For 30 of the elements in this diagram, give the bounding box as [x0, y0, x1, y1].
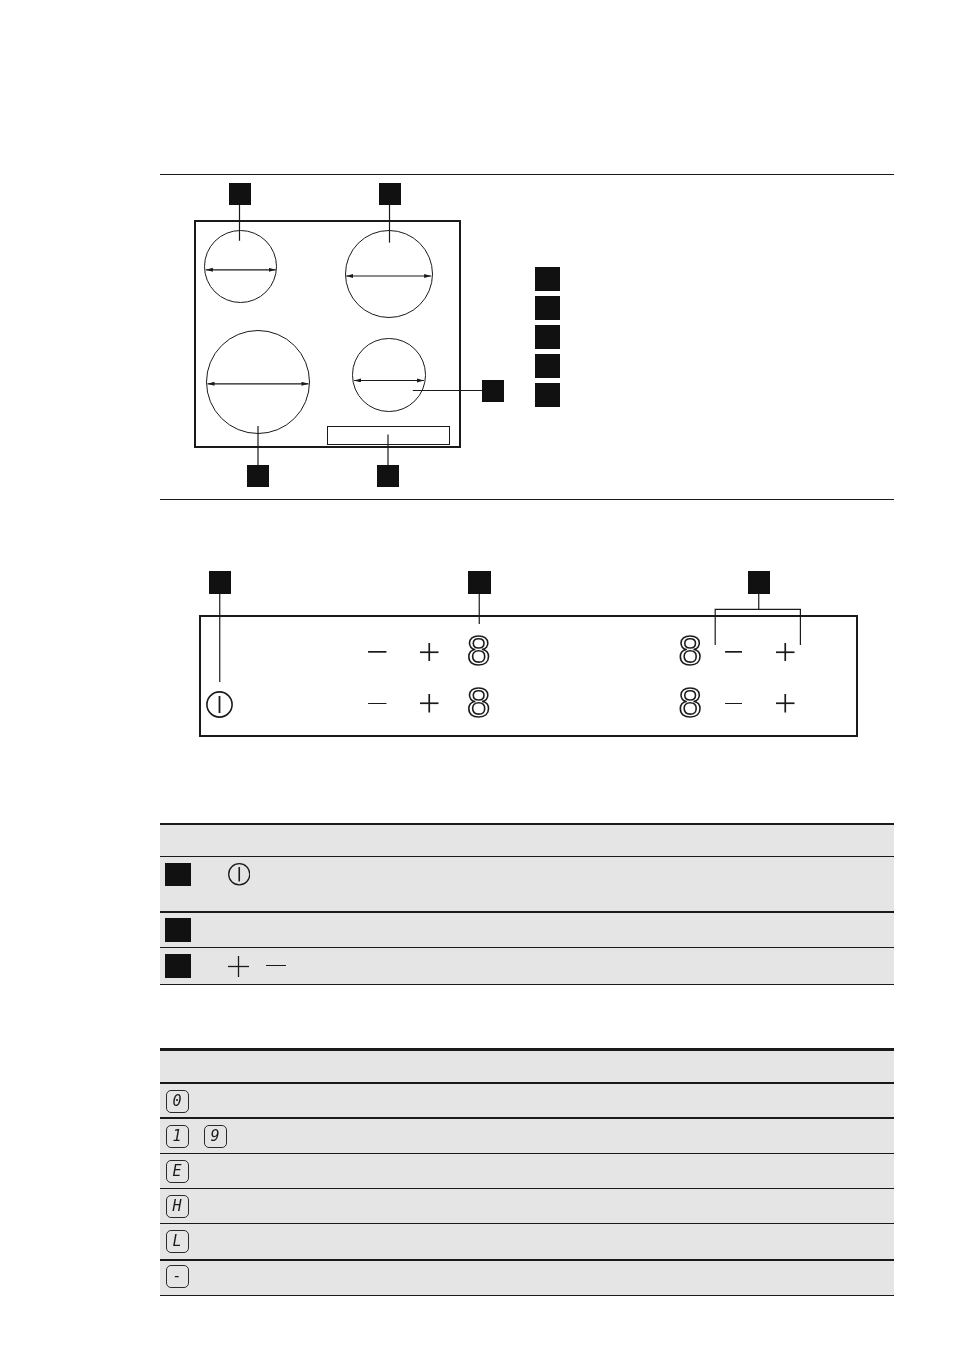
leader-line — [219, 592, 221, 683]
display-digit: 8 — [467, 630, 491, 672]
callout-marker — [377, 465, 399, 487]
callout-marker — [247, 465, 269, 487]
leader-line — [238, 203, 241, 242]
leader-line — [387, 433, 389, 466]
callout-marker — [747, 571, 770, 594]
leader-line — [388, 203, 391, 244]
control-strip — [326, 425, 450, 445]
display-digit: 8 — [467, 682, 491, 724]
display-symbol: - — [165, 1265, 189, 1288]
display-symbol: 9 — [203, 1124, 227, 1148]
leader-line — [257, 425, 259, 466]
hob-outline — [193, 220, 461, 448]
display-symbol: E — [165, 1160, 189, 1183]
display-digit: 8 — [678, 630, 702, 672]
control-panel — [199, 614, 858, 737]
display-symbol: 0 — [165, 1089, 189, 1113]
display-digit: 8 — [678, 682, 702, 724]
callout-marker — [468, 571, 491, 594]
leader-line — [412, 389, 483, 392]
display-symbol: H — [165, 1195, 189, 1218]
callout-marker — [208, 571, 231, 594]
callout-marker — [482, 379, 504, 402]
display-symbol: L — [165, 1230, 189, 1253]
callout-marker — [378, 182, 401, 205]
callout-marker — [228, 182, 251, 205]
display-symbol: 1 — [165, 1124, 189, 1148]
power-icon — [206, 691, 233, 718]
leader-line — [478, 592, 480, 625]
